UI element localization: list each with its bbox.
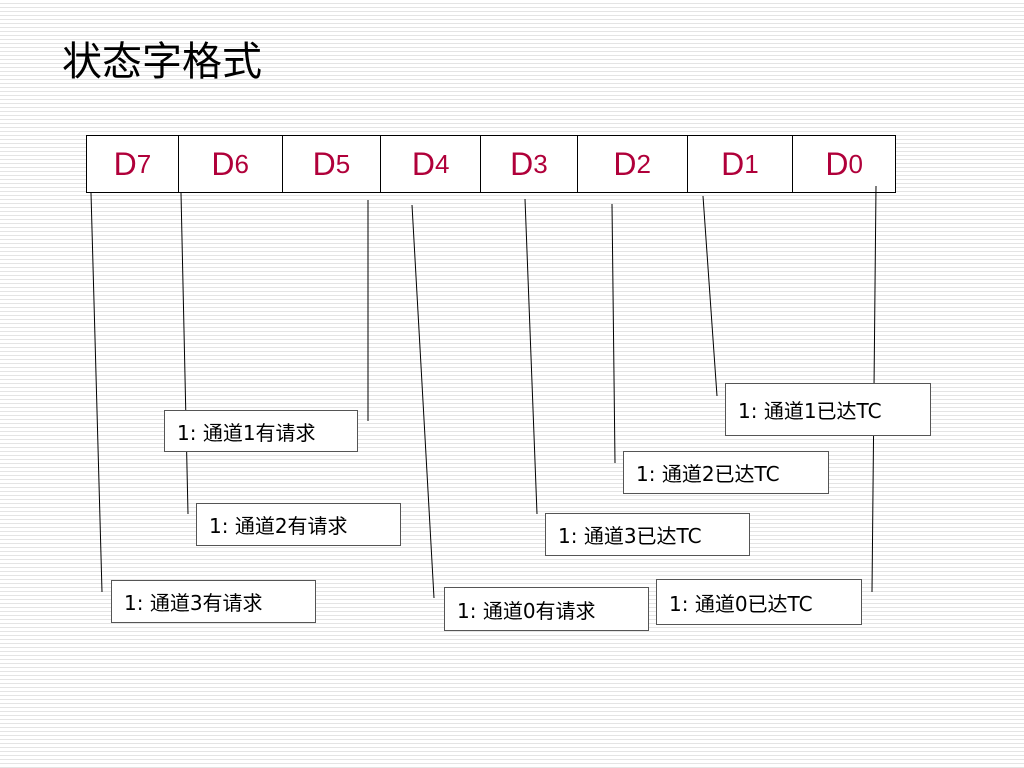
bit-index: 3 (533, 148, 548, 179)
bit-letter: D (211, 145, 235, 182)
leader-line-d6 (180, 192, 189, 515)
bit-letter: D (825, 145, 849, 182)
bit-letter: D (721, 145, 745, 182)
bit-index: 1 (744, 148, 759, 179)
bit-d7-description: 1: 通道3有请求 (111, 580, 316, 623)
bit-index: 0 (848, 148, 863, 179)
leader-line-d3 (524, 198, 538, 515)
leader-line-d2 (611, 203, 616, 464)
bit-letter: D (510, 145, 534, 182)
bit-d5-description: 1: 通道1有请求 (164, 410, 358, 452)
bit-letter: D (411, 145, 435, 182)
leader-line-d7 (90, 192, 103, 593)
bit-d6-description: 1: 通道2有请求 (196, 503, 401, 546)
leader-line-d1 (702, 195, 718, 397)
bit-index: 5 (335, 148, 351, 179)
bit-index: 2 (636, 148, 651, 179)
page-title: 状态字格式 (62, 39, 262, 85)
bit-d1-description: 1: 通道1已达TC (725, 383, 931, 436)
leader-line-d4 (411, 204, 435, 599)
bit-letter: D (613, 145, 637, 182)
bit-d0-description: 1: 通道0已达TC (656, 579, 862, 625)
bit-d4-description: 1: 通道0有请求 (444, 587, 649, 631)
bit-letter: D (312, 145, 336, 182)
bit-d2-description: 1: 通道2已达TC (623, 451, 829, 494)
bit-d3-description: 1: 通道3已达TC (545, 513, 750, 556)
bit-index: 6 (234, 148, 249, 179)
bit-index: 4 (434, 148, 450, 179)
bit-letter: D (113, 145, 137, 182)
bit-index: 7 (136, 148, 152, 179)
